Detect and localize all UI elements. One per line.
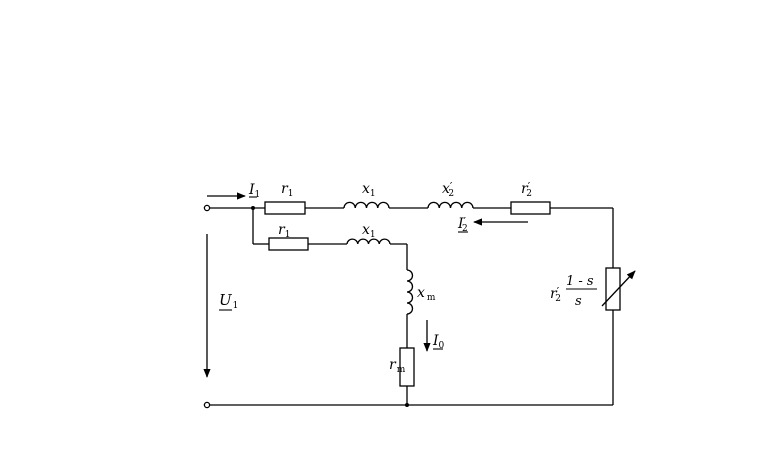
label-x2-prime: x′2: [442, 180, 454, 199]
resistor-r1-top: [264, 201, 306, 215]
inductor-x2-prime: [427, 201, 474, 209]
terminal-top: [203, 204, 211, 212]
label-load-denominator: s: [575, 294, 582, 309]
label-r1-top: r1: [281, 181, 293, 199]
label-load-numerator: 1 - s: [566, 274, 594, 289]
label-load-r2-prime: r′2: [550, 285, 561, 304]
junction-top: [251, 206, 255, 210]
label-I2-prime: I′2: [457, 215, 468, 234]
variable-arrow: [601, 270, 636, 307]
label-r1-mid: r1: [278, 222, 290, 240]
inductor-xm: [406, 269, 414, 315]
label-rm: rm: [389, 357, 406, 375]
label-I0: I0: [432, 333, 445, 351]
inductor-x1-top: [343, 201, 390, 209]
label-r2-prime: r′2: [521, 180, 532, 199]
label-x1-top: x1: [362, 181, 376, 199]
junction-bottom: [405, 403, 409, 407]
terminal-bottom: [203, 401, 211, 409]
label-U1: U1: [219, 291, 238, 311]
label-I1: I1: [248, 182, 260, 200]
resistor-r2-prime: [510, 201, 551, 215]
inductor-x1-mid: [346, 238, 391, 245]
label-x1-mid: x1: [362, 222, 376, 240]
